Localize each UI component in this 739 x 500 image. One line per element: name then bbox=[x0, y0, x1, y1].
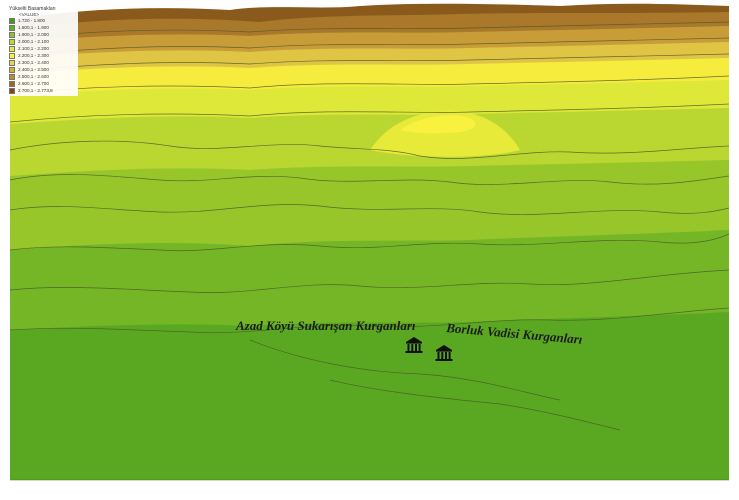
legend-swatch bbox=[9, 25, 15, 31]
legend-item: 2.400,1 - 2.500 bbox=[9, 66, 75, 73]
elevation-band-1800 bbox=[10, 312, 729, 480]
legend-item: 1.900,1 - 2.000 bbox=[9, 31, 75, 38]
legend-swatch bbox=[9, 46, 15, 52]
legend-item: 1.720 - 1.800 bbox=[9, 17, 75, 24]
legend-item: 2.700,1 - 2.773,8 bbox=[9, 87, 75, 94]
legend-swatch bbox=[9, 32, 15, 38]
legend-item: 2.300,1 - 2.400 bbox=[9, 59, 75, 66]
legend-label: 1.800,1 - 1.900 bbox=[18, 25, 49, 31]
legend-item: 2.600,1 - 2.700 bbox=[9, 80, 75, 87]
hill-yellow bbox=[370, 110, 520, 157]
legend-item: 2.500,1 - 2.600 bbox=[9, 73, 75, 80]
legend-swatch bbox=[9, 39, 15, 45]
legend-swatch bbox=[9, 67, 15, 73]
legend-label: 2.600,1 - 2.700 bbox=[18, 81, 49, 87]
hill-summit bbox=[400, 115, 476, 134]
legend-item: 1.800,1 - 1.900 bbox=[9, 24, 75, 31]
legend-label: 2.200,1 - 2.300 bbox=[18, 53, 49, 59]
site-label-azad: Azad Köyü Sukarışan Kurganları bbox=[236, 318, 416, 333]
legend-label: 2.700,1 - 2.773,8 bbox=[18, 88, 53, 94]
elevation-legend: Yükselti Basamakları <VALUE> 1.720 - 1.8… bbox=[6, 4, 78, 97]
contour-lines bbox=[9, 21, 730, 431]
legend-item: 2.000,1 - 2.100 bbox=[9, 38, 75, 45]
legend-label: 1.900,1 - 2.000 bbox=[18, 32, 49, 38]
legend-label: 2.500,1 - 2.600 bbox=[18, 74, 49, 80]
legend-item: 2.100,1 - 2.200 bbox=[9, 45, 75, 52]
legend-label: 2.100,1 - 2.200 bbox=[18, 46, 49, 52]
legend-swatch bbox=[9, 60, 15, 66]
legend-swatch bbox=[9, 88, 15, 94]
legend-label: 2.300,1 - 2.400 bbox=[18, 60, 49, 66]
legend-swatch bbox=[9, 53, 15, 59]
legend-label: 2.400,1 - 2.500 bbox=[18, 67, 49, 73]
legend-swatch bbox=[9, 81, 15, 87]
monument-icon bbox=[435, 345, 453, 361]
legend-swatch bbox=[9, 18, 15, 24]
legend-label: 2.000,1 - 2.100 bbox=[18, 39, 49, 45]
legend-label: 1.720 - 1.800 bbox=[18, 18, 46, 24]
legend-title: Yükselti Basamakları bbox=[9, 6, 56, 12]
elevation-band-1900 bbox=[10, 230, 729, 342]
legend-item: 2.200,1 - 2.300 bbox=[9, 52, 75, 59]
legend-swatch bbox=[9, 74, 15, 80]
monument-icon bbox=[405, 337, 423, 353]
legend-field: <VALUE> bbox=[19, 12, 40, 17]
